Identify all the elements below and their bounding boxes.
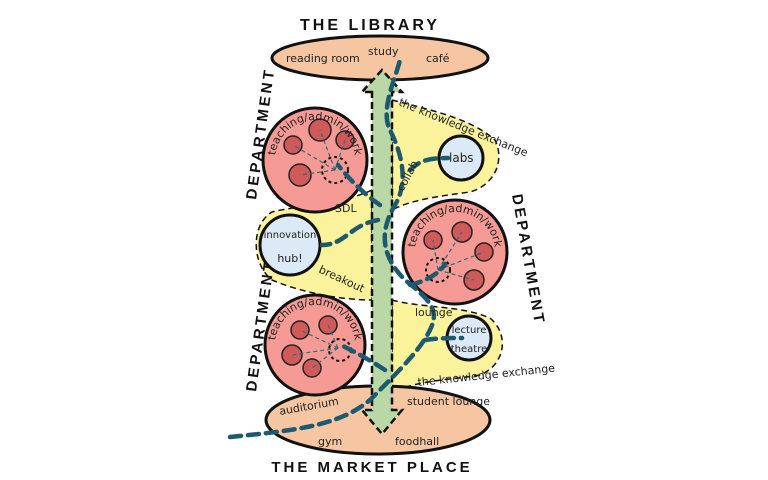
library-item-cafe: café	[426, 52, 450, 65]
library-item-study: study	[368, 45, 399, 58]
innovation-hub-room	[258, 213, 322, 277]
lecture-label: lecture	[452, 325, 487, 336]
path-branch-labs	[407, 155, 451, 173]
path-branch-dept-top	[335, 162, 383, 208]
sdl-label: SDL	[335, 202, 357, 215]
market-item-student-lounge: student lounge	[407, 395, 490, 408]
innovation-hub-label: innovation	[264, 230, 317, 241]
theatre-label: theatre	[451, 344, 488, 355]
labs-room	[437, 134, 485, 182]
path-branch-lecture	[422, 335, 465, 343]
department-label: DEPARTMENT	[508, 193, 548, 327]
market-item-foodhall: foodhall	[395, 435, 439, 448]
market-place-title: THE MARKET PLACE	[271, 459, 472, 476]
path-branch-dept-bottom	[340, 343, 388, 373]
library-item-reading-room: reading room	[286, 52, 360, 65]
path-branch-innovation	[319, 217, 381, 248]
library-title: THE LIBRARY	[300, 17, 440, 34]
lounge-label: lounge	[415, 306, 453, 319]
double-arrow-icon	[359, 68, 405, 436]
department-top-left: teaching/admin/work DEPARTMENT	[243, 66, 369, 214]
innovation-hub-label-2: hub!	[277, 252, 302, 265]
path-branch-dept-right	[407, 261, 448, 288]
market-item-gym: gym	[318, 435, 342, 448]
labs-label: labs	[449, 151, 474, 165]
